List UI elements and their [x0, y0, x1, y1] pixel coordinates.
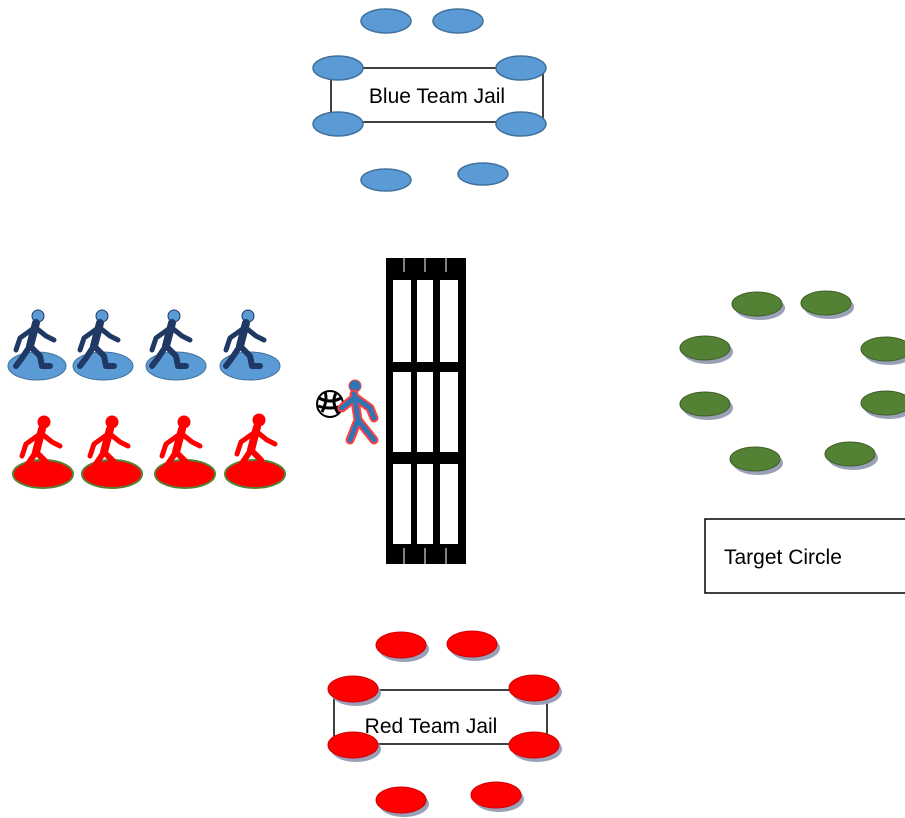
red-jail-label: Red Team Jail — [365, 715, 498, 738]
target-circle-label: Target Circle — [724, 546, 842, 569]
red-player — [154, 416, 216, 489]
red-cone — [327, 731, 379, 759]
target-circle-cones — [679, 290, 905, 475]
blue-jail-cones — [312, 8, 547, 192]
red-cone — [508, 674, 560, 702]
green-cone — [729, 446, 781, 472]
blue-player — [145, 310, 207, 381]
red-jail-cones — [327, 630, 560, 814]
red-player — [12, 416, 74, 489]
target-circle-label-box: Target Circle — [704, 518, 905, 594]
red-player — [224, 414, 286, 489]
red-cone — [508, 731, 560, 759]
blue-team-jail: Blue Team Jail — [312, 8, 547, 192]
blue-cone — [457, 162, 509, 186]
blue-jail-label: Blue Team Jail — [369, 85, 505, 108]
red-player-spot — [224, 459, 286, 489]
red-cone — [327, 675, 379, 703]
blue-player — [219, 310, 281, 381]
red-cone — [446, 630, 498, 658]
red-cone — [470, 781, 522, 809]
throwing-person-icon — [337, 379, 379, 445]
volleyball-icon — [316, 390, 344, 418]
blue-cone — [495, 111, 547, 137]
green-cone — [679, 335, 731, 361]
bench-barrier — [386, 258, 466, 564]
blue-player — [72, 310, 134, 381]
blue-cone — [360, 8, 412, 34]
blue-player — [7, 310, 67, 381]
thrower — [316, 379, 379, 445]
red-cone — [375, 631, 427, 659]
red-team-jail: Red Team Jail — [327, 630, 562, 817]
green-cone — [860, 336, 905, 362]
red-player — [81, 416, 143, 489]
blue-cone — [312, 55, 364, 81]
blue-cone — [312, 111, 364, 137]
red-cone — [375, 786, 427, 814]
blue-team-players — [7, 310, 281, 381]
red-team-players — [12, 414, 286, 489]
green-cone — [860, 390, 905, 416]
blue-cone — [495, 55, 547, 81]
green-cone — [824, 441, 876, 467]
green-cone — [679, 391, 731, 417]
green-cone — [731, 291, 783, 317]
blue-cone — [432, 8, 484, 34]
green-cone — [800, 290, 852, 316]
blue-cone — [360, 168, 412, 192]
